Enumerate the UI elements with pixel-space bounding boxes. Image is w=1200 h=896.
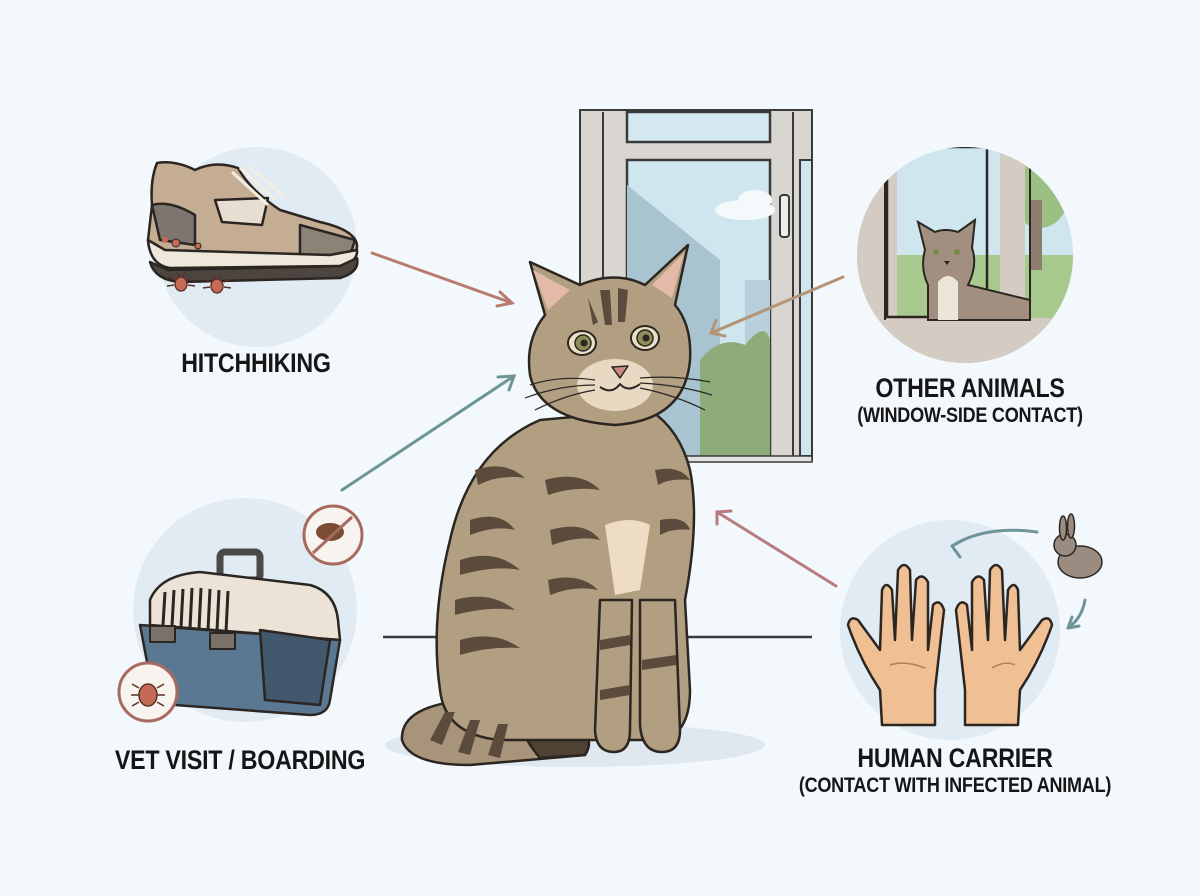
label-other-animals: OTHER ANIMALS (WINDOW-SIDE CONTACT)	[820, 373, 1120, 429]
arrow-other-animals	[708, 275, 845, 338]
hands-with-rabbit-icon	[846, 563, 1054, 727]
label-subtitle: (WINDOW-SIDE CONTACT)	[857, 404, 1083, 427]
label-title: OTHER ANIMALS	[875, 373, 1065, 403]
label-hitchhiking: HITCHHIKING	[120, 348, 392, 378]
arrow-human-carrier	[715, 509, 838, 588]
label-title: HITCHHIKING	[181, 348, 331, 378]
arrow-vet-visit	[340, 374, 517, 492]
label-subtitle: (CONTACT WITH INFECTED ANIMAL)	[798, 774, 1112, 797]
rabbit-icon	[1053, 513, 1103, 579]
label-human-carrier: HUMAN CARRIER (CONTACT WITH INFECTED ANI…	[770, 743, 1140, 799]
human-carrier-circle-bg	[840, 520, 1060, 740]
label-title: HUMAN CARRIER	[857, 743, 1053, 773]
tabby-cat-illustration	[385, 243, 765, 767]
label-vet-visit: VET VISIT / BOARDING	[70, 745, 410, 775]
transmission-curve-arrows	[950, 528, 1087, 630]
tick-badge-icon	[117, 661, 179, 723]
cat-at-window-icon	[857, 147, 1073, 363]
no-flea-badge-icon	[302, 504, 364, 566]
shoe-with-ticks-icon	[146, 161, 359, 284]
arrow-hitchhiking	[370, 251, 516, 308]
label-title: VET VISIT / BOARDING	[114, 745, 366, 775]
tick-icon	[166, 271, 232, 294]
pet-carrier-icon	[138, 548, 342, 717]
